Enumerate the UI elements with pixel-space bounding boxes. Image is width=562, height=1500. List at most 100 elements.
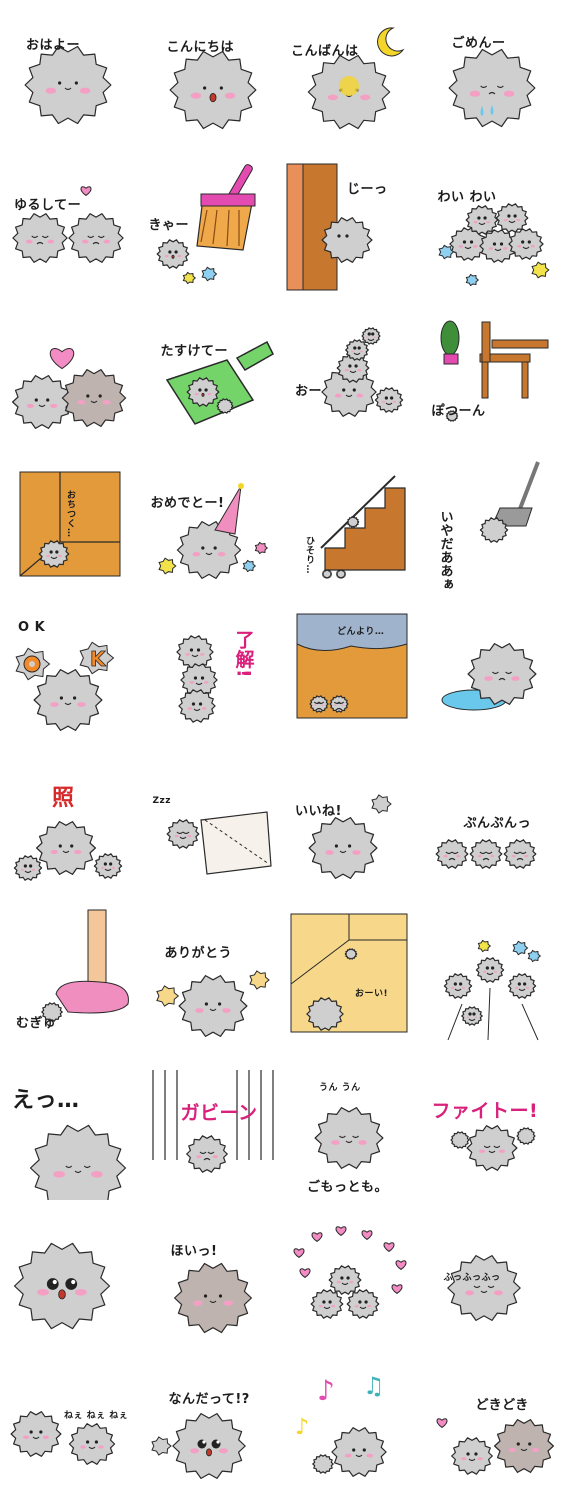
party-hat-icon	[157, 483, 268, 579]
sticker-35[interactable]	[281, 1200, 422, 1350]
fluff-stack-icon	[321, 327, 404, 417]
sticker-9[interactable]	[0, 300, 141, 450]
svg-text:♪: ♪	[295, 1415, 309, 1440]
sticker-39[interactable]: ♪♫♪	[281, 1350, 422, 1500]
sticker-30[interactable]: ガビーン	[141, 1050, 282, 1200]
music-notes-icon: ♪♫♪	[295, 1372, 387, 1477]
sticker-caption: こんにちは	[166, 40, 235, 55]
sticker-11[interactable]: おー	[281, 300, 422, 450]
sticker-caption: おーい!	[355, 989, 389, 999]
sticker-21[interactable]: 照	[0, 750, 141, 900]
surprised-fluff-icon	[29, 1124, 127, 1200]
sticker-caption: ふっふっふっ	[443, 1273, 501, 1283]
sticker-caption: じーっ	[347, 182, 388, 197]
sticker-7[interactable]: じーっ	[281, 150, 422, 300]
sticker-13[interactable]: おちつく…	[0, 450, 141, 600]
sticker-8[interactable]: わい わい	[422, 150, 562, 300]
sticker-caption: おちつく…	[65, 490, 75, 538]
sticker-29[interactable]: えっ…	[0, 1050, 141, 1200]
sticker-4[interactable]: ごめんー	[422, 0, 562, 150]
sticker-25[interactable]: むぎゅ	[0, 900, 141, 1050]
sticker-12[interactable]: ぽつーん	[422, 300, 562, 450]
angry-fluffs-icon	[435, 839, 536, 869]
sticker-caption: ごめんー	[451, 36, 506, 51]
sticker-34[interactable]: ほいっ!	[141, 1200, 282, 1350]
sticker-32[interactable]: ファイトー!	[422, 1050, 562, 1200]
fight-fluffs-icon	[449, 1125, 536, 1171]
sticker-caption: どんより…	[337, 627, 385, 637]
fluff-burst-icon	[443, 939, 541, 1041]
sticker-40[interactable]: どきどき	[422, 1350, 562, 1500]
sticker-caption: ねぇ ねぇ ねぇ	[64, 1411, 129, 1421]
svg-text:♪: ♪	[317, 1374, 335, 1407]
room-corner-icon	[19, 471, 121, 577]
dust-fluff-moon-icon	[307, 27, 405, 130]
sticker-1[interactable]: おはよー	[0, 0, 141, 150]
shocked-fluff-icon	[150, 1413, 246, 1479]
sticker-23[interactable]: いいね!	[281, 750, 422, 900]
svg-text:K: K	[90, 647, 107, 671]
vacuum-cleaner-icon	[479, 461, 540, 543]
sticker-28[interactable]	[422, 900, 562, 1050]
sticker-24[interactable]: ぷんぷんっ	[422, 750, 562, 900]
sticker-caption: いいね!	[295, 804, 342, 819]
sticker-caption: おー	[295, 384, 323, 399]
sticker-26[interactable]: ありがとう	[141, 900, 282, 1050]
blushing-pair-icon	[436, 1418, 554, 1475]
sticker-38[interactable]: なんだって!?	[141, 1350, 282, 1500]
sticker-caption: なんだって!?	[168, 1392, 250, 1407]
sticker-caption: ほいっ!	[170, 1244, 218, 1259]
corner-call-icon	[290, 913, 408, 1033]
sticker-16[interactable]: いやだああぁ	[422, 450, 562, 600]
sticker-caption: 了解!	[232, 630, 255, 679]
sticker-caption: ゆるしてー	[14, 198, 82, 213]
peeking-door-icon	[286, 163, 373, 291]
love-hearts-icon	[293, 1226, 407, 1319]
sticker-caption: わい わい	[437, 190, 497, 205]
ok-fluffs-icon: K	[15, 641, 115, 731]
sticker-3[interactable]: こんばんは	[281, 0, 422, 150]
fluff-crowd-icon	[437, 203, 550, 287]
sticker-27[interactable]: おーい!	[281, 900, 422, 1050]
sticker-19[interactable]: どんより…	[281, 600, 422, 750]
sticker-14[interactable]: おめでとー!	[141, 450, 282, 600]
sticker-5[interactable]: ゆるしてー	[0, 150, 141, 300]
sticker-33[interactable]	[0, 1200, 141, 1350]
sticker-6[interactable]: きゃー	[141, 150, 282, 300]
sticker-20[interactable]	[422, 600, 562, 750]
sticker-31[interactable]: うん うんごもっとも。	[281, 1050, 422, 1200]
sticker-caption: ぷんぷんっ	[463, 816, 532, 831]
sleeping-pillow-icon	[166, 811, 272, 875]
fluff-like-icon	[308, 794, 392, 879]
sticker-caption: えっ…	[12, 1088, 80, 1113]
nodding-fluff-icon	[314, 1107, 384, 1169]
sticker-caption: きゃー	[148, 218, 190, 233]
stairs-icon	[320, 475, 406, 579]
sticker-37[interactable]: ねぇ ねぇ ねぇ	[0, 1350, 141, 1500]
sticker-18[interactable]: 了解!	[141, 600, 282, 750]
sticker-caption: ひそり…	[304, 536, 314, 574]
sticker-2[interactable]: こんにちは	[141, 0, 282, 150]
dust-fluff-happy-icon	[169, 50, 256, 130]
chair-plant-icon	[440, 320, 548, 422]
sticker-subcaption: ごもっとも。	[307, 1180, 389, 1195]
sticker-caption: いやだああぁ	[437, 510, 453, 591]
shock-lines-icon	[151, 1070, 274, 1173]
sticker-15[interactable]: ひそり…	[281, 450, 422, 600]
sparkle-eyes-icon	[13, 1242, 111, 1330]
dust-fluff-crying-icon	[448, 48, 535, 128]
two-fluffs-heart-icon	[12, 186, 124, 263]
shy-fluff-icon	[13, 821, 123, 881]
crying-puddle-icon	[441, 643, 536, 711]
sticker-caption: こんばんは	[291, 44, 359, 59]
sticker-caption: たすけてー	[160, 344, 229, 359]
sticker-caption: おはよー	[26, 38, 81, 53]
sticker-caption: ぽつーん	[431, 404, 486, 419]
sticker-22[interactable]: Zzz	[141, 750, 282, 900]
sticker-10[interactable]: たすけてー	[141, 300, 282, 450]
smirk-fluff-icon	[446, 1255, 521, 1321]
sticker-caption: 照	[52, 786, 75, 811]
sticker-36[interactable]: ふっふっふっ	[422, 1200, 562, 1350]
sticker-caption: おめでとー!	[150, 496, 225, 511]
